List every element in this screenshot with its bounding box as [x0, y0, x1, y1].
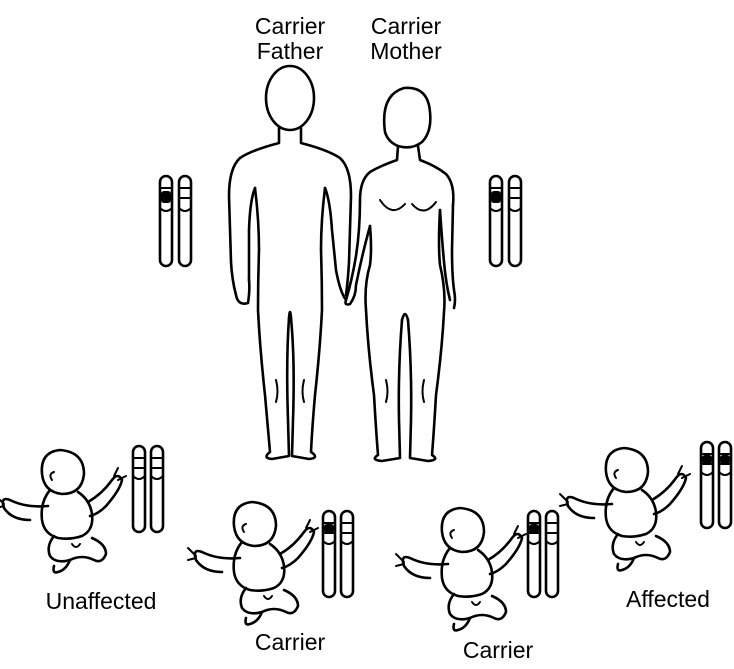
- disease-allele-marker: [720, 455, 730, 464]
- disease-allele-marker: [702, 455, 712, 464]
- disease-allele-marker: [529, 524, 539, 533]
- disease-allele-marker: [491, 191, 501, 203]
- child-unaffected-figure: [0, 450, 126, 572]
- child-affected-figure: [560, 448, 690, 570]
- child-carrier-1-label: Carrier: [240, 630, 340, 655]
- child-carrier-2-chromosomes: [528, 511, 558, 597]
- father-figure: [229, 66, 351, 459]
- mother-label-line1: Carrier: [362, 14, 450, 39]
- child-unaffected-label: Unaffected: [30, 589, 172, 614]
- child-unaffected-chromosomes: [133, 446, 163, 532]
- mother-figure: [346, 88, 456, 461]
- father-label-line1: Carrier: [248, 14, 332, 39]
- child-carrier-1-figure: [188, 502, 318, 624]
- father-label: Carrier Father: [248, 14, 332, 64]
- disease-allele-marker: [324, 524, 334, 533]
- father-label-line2: Father: [248, 39, 332, 64]
- child-carrier-2-label: Carrier: [448, 638, 548, 663]
- mother-chromosome-pair: [490, 176, 521, 266]
- disease-allele-marker: [161, 191, 171, 203]
- child-carrier-2-figure: [396, 508, 526, 630]
- child-carrier-1-chromosomes: [323, 511, 353, 597]
- child-affected-chromosomes: [701, 442, 731, 528]
- mother-label: Carrier Mother: [362, 14, 450, 64]
- father-chromosome-pair: [160, 176, 191, 266]
- child-affected-label: Affected: [610, 587, 726, 612]
- mother-label-line2: Mother: [362, 39, 450, 64]
